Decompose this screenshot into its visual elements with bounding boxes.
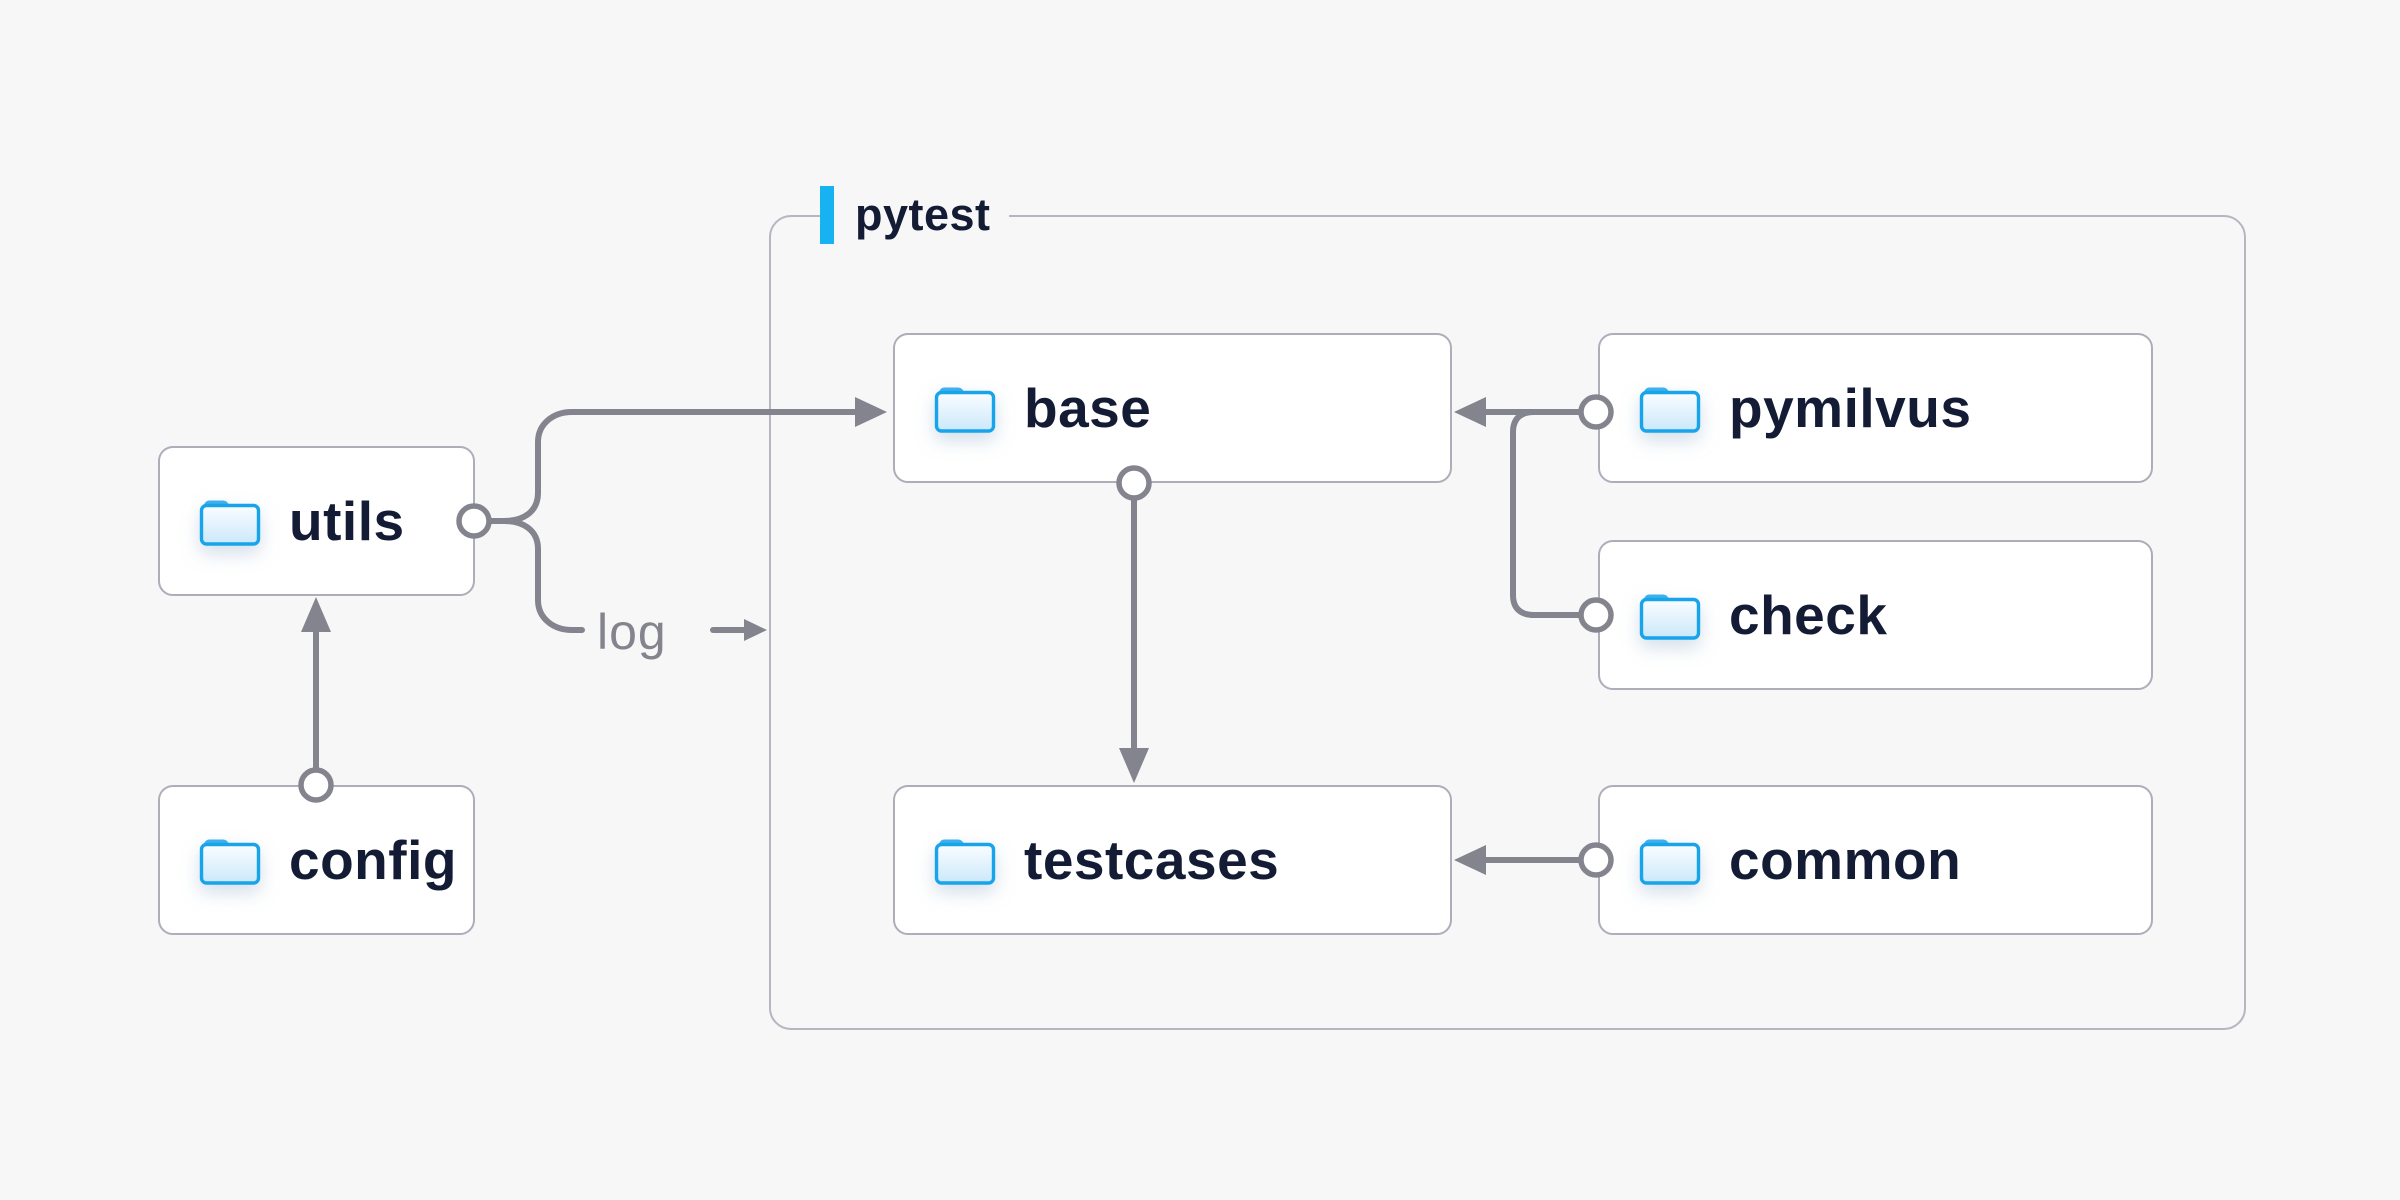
pytest-group-title: pytest: [855, 189, 991, 240]
folder-icon: [1639, 839, 1701, 885]
node-label: testcases: [1024, 829, 1280, 891]
node-config: config: [158, 785, 475, 935]
pytest-group-label: pytest: [820, 185, 1009, 245]
node-check: check: [1598, 540, 2153, 690]
node-base: base: [893, 333, 1452, 483]
node-common: common: [1598, 785, 2153, 935]
node-label: config: [289, 829, 457, 891]
node-testcases: testcases: [893, 785, 1452, 935]
folder-icon: [199, 839, 261, 885]
node-label: common: [1729, 829, 1962, 891]
node-pymilvus: pymilvus: [1598, 333, 2153, 483]
folder-icon: [199, 500, 261, 546]
node-label: utils: [289, 490, 405, 552]
accent-bar: [820, 186, 834, 244]
node-label: check: [1729, 584, 1888, 646]
folder-icon: [1639, 387, 1701, 433]
node-utils: utils: [158, 446, 475, 596]
edge-config-to-utils: [298, 597, 334, 803]
folder-icon: [934, 839, 996, 885]
folder-icon: [934, 387, 996, 433]
node-label: base: [1024, 377, 1152, 439]
arrowhead-up: [301, 597, 331, 632]
pytest-group-container: [769, 215, 2246, 1030]
node-label: pymilvus: [1729, 377, 1972, 439]
log-edge-label: log: [597, 604, 667, 660]
arrowhead-right-small: [744, 619, 767, 641]
folder-icon: [1639, 594, 1701, 640]
